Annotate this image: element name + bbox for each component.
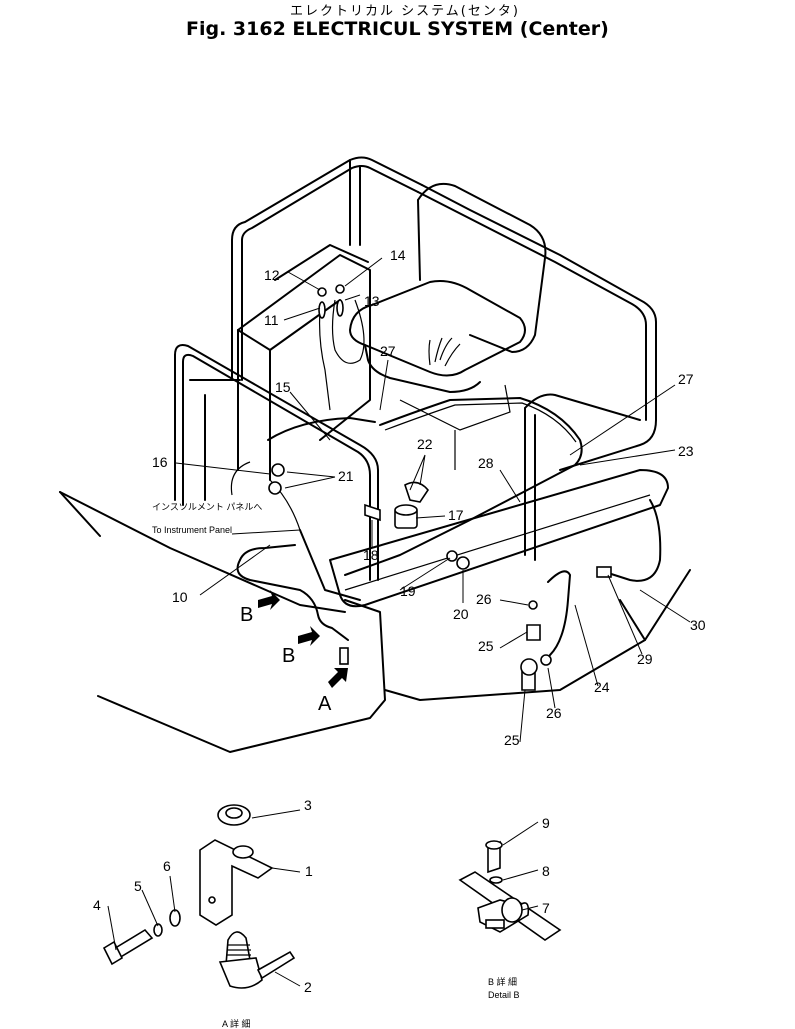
detail-b-drawing bbox=[458, 840, 562, 941]
callout-7: 7 bbox=[542, 900, 550, 916]
callout-25-lower: 25 bbox=[504, 732, 520, 748]
callout-16: 16 bbox=[152, 454, 168, 470]
detail-a-drawing bbox=[102, 804, 296, 989]
callout-22: 22 bbox=[417, 436, 433, 452]
callout-6: 6 bbox=[163, 858, 171, 874]
instrument-note-jp: インスツルメント パネルへ bbox=[152, 502, 262, 512]
callout-numbers: 1 2 3 4 5 6 7 8 9 10 11 12 13 14 15 16 1… bbox=[93, 247, 706, 995]
callout-27-left: 27 bbox=[380, 343, 396, 359]
floor-plate bbox=[329, 469, 669, 608]
callout-29: 29 bbox=[637, 651, 653, 667]
operator-seat bbox=[349, 182, 547, 470]
callout-12: 12 bbox=[264, 267, 280, 283]
callout-13: 13 bbox=[364, 293, 380, 309]
callout-20: 20 bbox=[453, 606, 469, 622]
console-box bbox=[237, 244, 371, 481]
callout-27-right: 27 bbox=[678, 371, 694, 387]
callout-24: 24 bbox=[594, 679, 610, 695]
instrument-note-en: To Instrument Panel bbox=[152, 525, 232, 535]
chassis-outline bbox=[59, 491, 691, 753]
detail-a-label: A 詳 細 bbox=[222, 1018, 251, 1029]
callout-4: 4 bbox=[93, 897, 101, 913]
callout-5: 5 bbox=[134, 878, 142, 894]
callout-2: 2 bbox=[304, 979, 312, 995]
view-label-a: A bbox=[318, 693, 332, 715]
callout-19: 19 bbox=[400, 583, 416, 599]
callout-26-lower: 26 bbox=[546, 705, 562, 721]
view-arrows bbox=[258, 590, 348, 688]
detail-b-label-en: Detail B bbox=[488, 990, 520, 1000]
callout-17: 17 bbox=[448, 507, 464, 523]
leader-lines bbox=[107, 257, 691, 987]
wiring-harness bbox=[230, 299, 662, 656]
callout-18: 18 bbox=[363, 547, 379, 563]
callout-23: 23 bbox=[678, 443, 694, 459]
figure-title: Fig. 3162 ELECTRICUL SYSTEM (Center) bbox=[186, 18, 609, 40]
main-assembly-parts bbox=[268, 284, 612, 691]
detail-b-label-jp: B 詳 細 bbox=[488, 976, 517, 987]
callout-15: 15 bbox=[275, 379, 291, 395]
callout-10: 10 bbox=[172, 589, 188, 605]
callout-11: 11 bbox=[264, 312, 279, 328]
callout-8: 8 bbox=[542, 863, 550, 879]
callout-28: 28 bbox=[478, 455, 494, 471]
callout-9: 9 bbox=[542, 815, 550, 831]
callout-30: 30 bbox=[690, 617, 706, 633]
callout-3: 3 bbox=[304, 797, 312, 813]
callout-26-upper: 26 bbox=[476, 591, 492, 607]
callout-14: 14 bbox=[390, 247, 406, 263]
view-label-b: B bbox=[240, 604, 253, 626]
callout-21: 21 bbox=[338, 468, 354, 484]
view-label-b2: B bbox=[282, 645, 295, 667]
callout-1: 1 bbox=[305, 863, 313, 879]
title-japanese: エレクトリカル システム(センタ) bbox=[290, 4, 520, 19]
callout-25-upper: 25 bbox=[478, 638, 494, 654]
